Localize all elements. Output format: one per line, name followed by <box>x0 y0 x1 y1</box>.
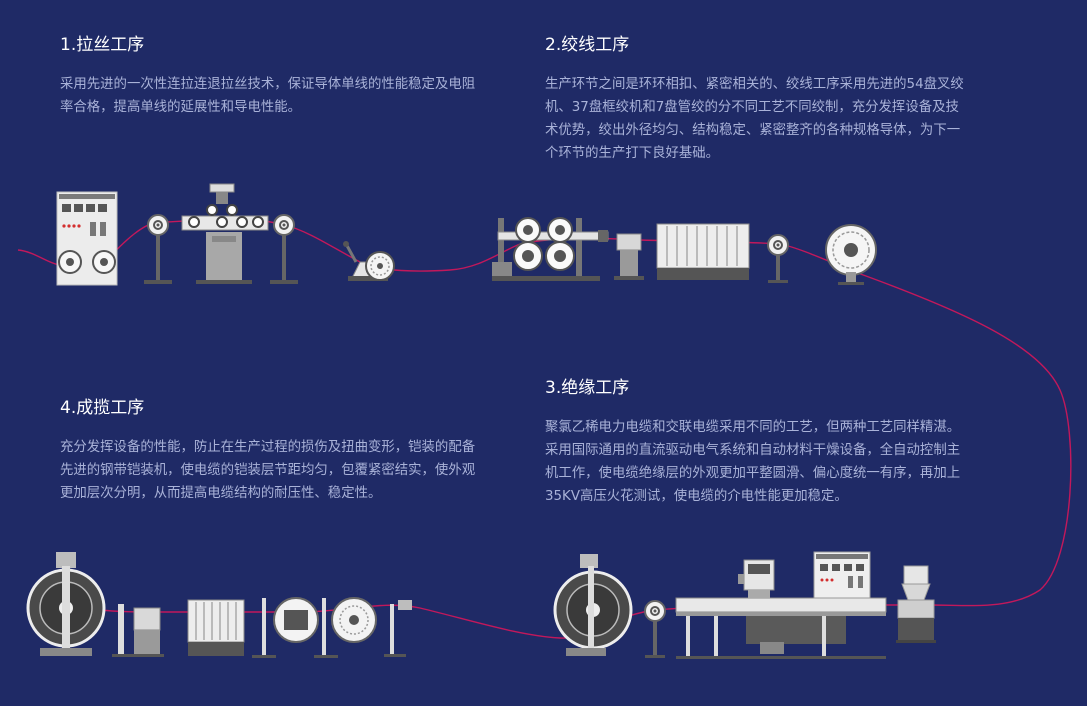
insulation-pay-off-drum <box>553 554 633 656</box>
taping-head-2 <box>314 597 377 658</box>
step-3-title: 3.绝缘工序 <box>545 378 630 398</box>
step-4-title: 4.成揽工序 <box>60 398 145 418</box>
wire-drawing-machine <box>181 183 269 284</box>
guide-pulley-stand-3 <box>767 234 789 283</box>
material-dryer-hopper <box>896 565 936 643</box>
take-up-reel <box>343 241 395 281</box>
extruder-bed <box>675 597 887 659</box>
step-4-description: 充分发挥设备的性能，防止在生产过程的损伤及扭曲变形，铠装的配备先进的钢带铠装机，… <box>60 440 476 501</box>
steel-tape-armoring-cage <box>187 599 245 656</box>
wire-path <box>17 217 1072 639</box>
step-1-title: 1.拉丝工序 <box>60 35 145 55</box>
guide-post-2 <box>384 600 412 657</box>
capstan-unit <box>614 233 644 280</box>
armoring-pay-off-drum <box>26 552 106 656</box>
step-4-block: 4.成揽工序 充分发挥设备的性能，防止在生产过程的损伤及扭曲变形，铠装的配备先进… <box>60 397 480 505</box>
taping-head-1 <box>252 597 319 658</box>
frame-stranding-cage <box>656 223 750 280</box>
step-1-description: 采用先进的一次性连拉连退拉丝技术，保证导体单线的性能稳定及电阻率合格，提高单线的… <box>60 77 476 115</box>
step-2-block: 2.绞线工序 生产环节之间是环环相扣、紧密相关的、绞线工序采用先进的54盘叉绞机… <box>545 34 965 165</box>
step-3-description: 聚氯乙稀电力电缆和交联电缆采用不同的工艺，但两种工艺同样精湛。采用国际通用的直流… <box>545 420 961 504</box>
guide-pulley-stand-2 <box>270 214 298 284</box>
guide-pulley-stand <box>144 214 172 284</box>
extruder-control-console <box>738 559 775 598</box>
step-2-title: 2.绞线工序 <box>545 35 630 55</box>
drawing-machine-control-cabinet <box>56 191 118 286</box>
electrical-control-cabinet <box>813 551 871 599</box>
guide-post <box>112 604 130 657</box>
step-3-block: 3.绝缘工序 聚氯乙稀电力电缆和交联电缆采用不同的工艺，但两种工艺同样精湛。采用… <box>545 377 965 508</box>
capstan-unit-2 <box>130 607 164 657</box>
stranding-bobbins <box>513 217 575 271</box>
guide-pulley-stand-4 <box>644 600 666 658</box>
stranded-take-up-drum <box>825 224 877 285</box>
step-2-description: 生产环节之间是环环相扣、紧密相关的、绞线工序采用先进的54盘叉绞机、37盘框绞机… <box>545 77 964 161</box>
step-1-block: 1.拉丝工序 采用先进的一次性连拉连退拉丝技术，保证导体单线的性能稳定及电阻率合… <box>60 34 480 119</box>
